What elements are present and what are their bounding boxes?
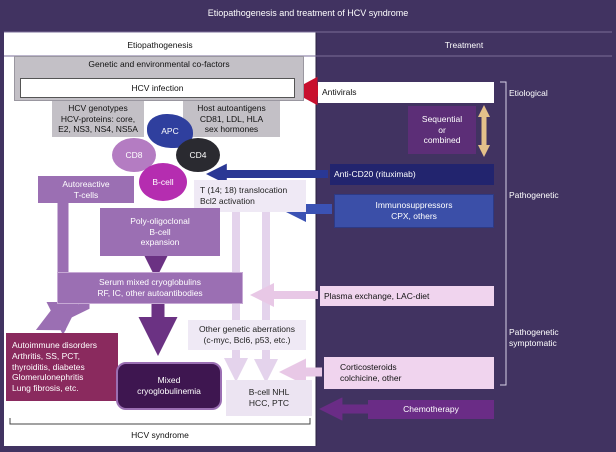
cortico-line: colchicine, other xyxy=(340,373,402,383)
translocation-line: Bcl2 activation xyxy=(200,196,255,206)
autoimmune-line: Glomerulonephritis xyxy=(12,372,84,383)
autoantigens-line: sex hormones xyxy=(204,124,259,135)
antivirals-label: Antivirals xyxy=(322,87,357,98)
cryoglobulins-line: RF, IC, other autoantibodies xyxy=(97,288,203,298)
autoreactive-line: T-cells xyxy=(73,189,99,200)
cortico-line: Corticosteroids xyxy=(340,362,397,373)
b-cell: B-cell xyxy=(139,163,187,201)
rituximab-box: Anti-CD20 (rituximab) xyxy=(330,164,494,185)
immuno-line: Immunosuppressors xyxy=(375,200,453,211)
autoantigens-line: CD81, LDL, HLA xyxy=(199,113,264,124)
autoreactive-line: Autoreactive xyxy=(62,178,110,189)
aberrations-line: (c-myc, Bcl6, p53, etc.) xyxy=(203,335,291,345)
footer-hcv-syndrome: HCV syndrome xyxy=(131,430,189,440)
polyoligoclonal-line: B-cell xyxy=(149,226,171,237)
b-cell-label: B-cell xyxy=(152,176,174,187)
autoreactive-t-cells-box: Autoreactive T-cells xyxy=(38,176,134,203)
host-autoantigens-box: Host autoantigens CD81, LDL, HLA sex hor… xyxy=(183,101,280,137)
cofactors-label: Genetic and environmental co-factors xyxy=(88,59,230,69)
aberrations-line: Other genetic aberrations xyxy=(199,324,295,335)
autoimmune-line: Autoimmune disorders xyxy=(12,339,98,350)
diagram-title: Etiopathogenesis and treatment of HCV sy… xyxy=(207,8,409,18)
immunosuppressors-box: Immunosuppressors CPX, others xyxy=(334,194,494,228)
cryoglobulins-box: Serum mixed cryoglobulins RF, IC, other … xyxy=(57,272,243,304)
hcv-genotypes-box: HCV genotypes HCV-proteins: core, E2, NS… xyxy=(52,101,144,137)
translocation-line: T (14; 18) translocation xyxy=(200,185,288,196)
apc-label: APC xyxy=(161,125,179,136)
b-cell-nhl-box: B-cell NHL HCC, PTC xyxy=(226,380,312,416)
antivirals-box: Antivirals xyxy=(318,82,494,103)
plasma-exchange-box: Plasma exchange, LAC-diet xyxy=(320,286,494,306)
hcv-infection-label: HCV infection xyxy=(131,82,184,93)
symptomatic-line: symptomatic xyxy=(509,338,557,349)
panel-header-treatment: Treatment xyxy=(444,40,484,50)
genotypes-line: HCV genotypes xyxy=(68,102,128,113)
sequential-line: Sequential xyxy=(421,113,463,124)
rituximab-label: Anti-CD20 (rituximab) xyxy=(334,169,416,180)
category-etiological: Etiological xyxy=(509,88,548,98)
chemotherapy-box: Chemotherapy xyxy=(368,400,494,419)
mixed-line: Mixed xyxy=(157,375,181,386)
mixed-cryoglobulinemia-box: Mixed cryoglobulinemia xyxy=(116,362,222,410)
hcv-infection-box: HCV infection xyxy=(20,78,295,98)
polyoligoclonal-line: Poly-oligoclonal xyxy=(130,215,190,226)
chemotherapy-label: Chemotherapy xyxy=(403,404,459,415)
corticosteroids-box: Corticosteroids colchicine, other xyxy=(324,357,494,389)
cryoglobulins-line: Serum mixed cryoglobulins xyxy=(98,277,202,288)
autoantigens-line: Host autoantigens xyxy=(197,102,266,113)
nhl-line: HCC, PTC xyxy=(248,398,290,408)
immuno-line: CPX, others xyxy=(391,211,437,221)
sequential-line: combined xyxy=(423,135,461,146)
genotypes-line: HCV-proteins: core, xyxy=(60,113,136,124)
symptomatic-line: Pathogenetic xyxy=(509,327,559,337)
autoimmune-disorders-box: Autoimmune disorders Arthritis, SS, PCT,… xyxy=(6,333,118,401)
panel-header-etiopathogenesis: Etiopathogenesis xyxy=(127,40,193,50)
polyoligoclonal-box: Poly-oligoclonal B-cell expansion xyxy=(100,208,220,256)
autoimmune-line: Lung fibrosis, etc. xyxy=(12,383,79,394)
genetic-aberrations-box: Other genetic aberrations (c-myc, Bcl6, … xyxy=(188,320,306,350)
category-symptomatic: Pathogenetic symptomatic xyxy=(509,327,559,350)
sequential-line: or xyxy=(438,124,446,135)
translocation-box: T (14; 18) translocation Bcl2 activation xyxy=(194,180,306,212)
plasma-label: Plasma exchange, LAC-diet xyxy=(324,290,430,301)
autoimmune-line: thyroiditis, diabetes xyxy=(12,361,85,372)
category-pathogenetic: Pathogenetic xyxy=(509,190,559,200)
nhl-line: B-cell NHL xyxy=(248,387,290,398)
mixed-line: cryoglobulinemia xyxy=(137,386,201,396)
cd4-cell: CD4 xyxy=(176,138,220,172)
sequential-combined-box: Sequential or combined xyxy=(408,106,476,154)
cd4-label: CD4 xyxy=(189,149,207,160)
polyoligoclonal-line: expansion xyxy=(140,237,180,248)
autoimmune-line: Arthritis, SS, PCT, xyxy=(12,350,81,361)
genotypes-line: E2, NS3, NS4, NS5A xyxy=(58,124,138,135)
cd8-label: CD8 xyxy=(125,149,143,160)
